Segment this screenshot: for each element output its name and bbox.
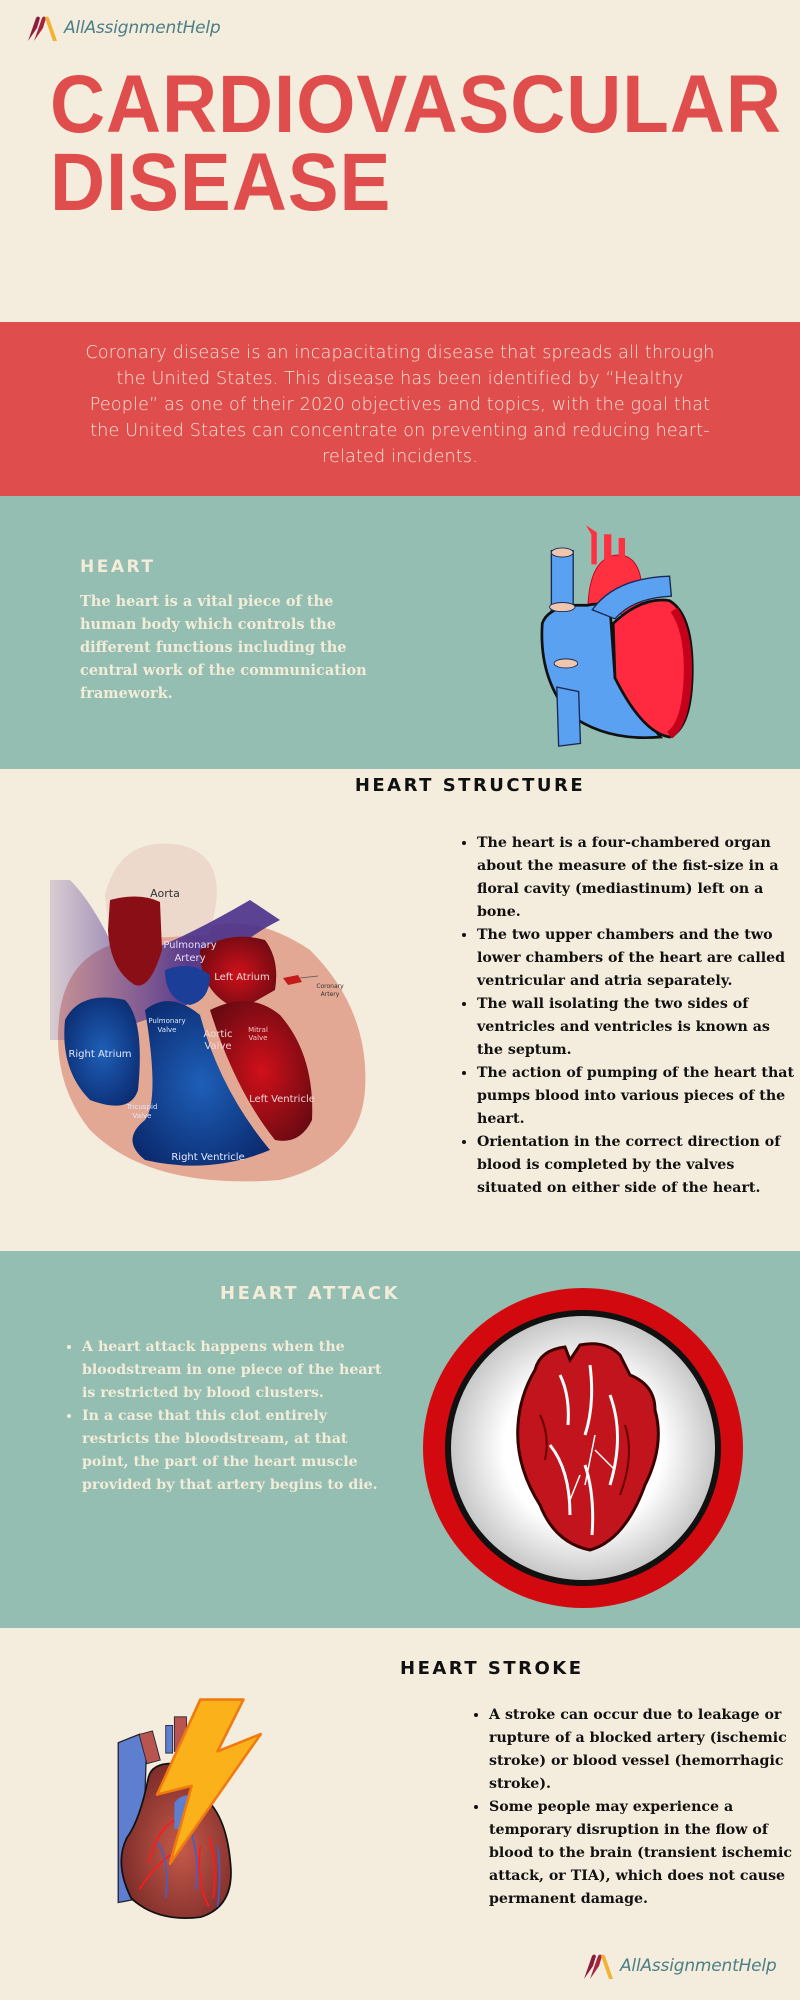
label-right-ventricle: Right Ventricle (171, 1152, 244, 1163)
heart-heading: HEART (80, 557, 156, 577)
anatomical-heart-badge-icon (423, 1288, 743, 1608)
intro-text: Coronary disease is an incapacitating di… (85, 343, 715, 467)
intro-band (0, 322, 800, 496)
footer-brand-name: AllAssignmentHelp (620, 1956, 777, 1976)
svg-text:Valve: Valve (204, 1041, 231, 1052)
structure-bullet: The heart is a four-chambered organ abou… (477, 832, 797, 924)
label-pulmonary-artery: Pulmonary (163, 940, 216, 951)
heart-stroke-illustration-icon (117, 1698, 263, 1919)
structure-bullet: The action of pumping of the heart that … (477, 1062, 797, 1131)
stroke-heading: HEART STROKE (400, 1658, 584, 1679)
label-aorta: Aorta (150, 887, 180, 900)
svg-text:Artery: Artery (174, 953, 205, 964)
label-mitral-valve: Mitral (248, 1026, 268, 1034)
stroke-bullet: A stroke can occur due to leakage or rup… (489, 1704, 799, 1796)
attack-bullet: A heart attack happens when the bloodstr… (82, 1336, 392, 1405)
brand-logo-footer: AllAssignmentHelp (582, 1952, 777, 1980)
structure-bullet: Orientation in the correct direction of … (477, 1131, 797, 1200)
title-line-1: CARDIOVASCULAR (50, 59, 782, 150)
heart-illustration-icon (540, 525, 694, 747)
label-right-atrium: Right Atrium (68, 1049, 131, 1060)
brand-logo-top: AllAssignmentHelp (26, 14, 221, 42)
title-line-2: DISEASE (50, 137, 392, 228)
page-title: CARDIOVASCULAR DISEASE (50, 64, 782, 224)
structure-heading: HEART STRUCTURE (354, 775, 586, 796)
structure-bullet: The wall isolating the two sides of vent… (477, 993, 797, 1062)
heart-text: The heart is a vital piece of the human … (80, 593, 367, 702)
logo-mark-icon (28, 16, 57, 41)
label-tricuspid-valve: Tricuspid (126, 1103, 158, 1111)
svg-text:Valve: Valve (249, 1034, 268, 1042)
label-aortic-valve: Aortic (203, 1029, 232, 1040)
label-left-ventricle: Left Ventricle (249, 1094, 315, 1105)
heart-structure-diagram: Aorta Pulmonary Artery Left Atrium Coron… (50, 843, 366, 1182)
attack-bullets: A heart attack happens when the bloodstr… (62, 1336, 392, 1497)
logo-mark-icon (584, 1954, 613, 1979)
attack-heading: HEART ATTACK (220, 1283, 401, 1304)
stroke-bullets: A stroke can occur due to leakage or rup… (469, 1704, 799, 1911)
label-pulmonary-valve: Pulmonary (148, 1017, 185, 1025)
svg-text:Valve: Valve (158, 1026, 177, 1034)
brand-name: AllAssignmentHelp (64, 18, 221, 38)
label-coronary-artery: Coronary (316, 983, 344, 990)
structure-bullet: The two upper chambers and the two lower… (477, 924, 797, 993)
attack-bullet: In a case that this clot entirely restri… (82, 1405, 392, 1497)
svg-text:Valve: Valve (133, 1112, 152, 1120)
stroke-bullet: Some people may experience a temporary d… (489, 1796, 799, 1911)
structure-bullets: The heart is a four-chambered organ abou… (457, 832, 797, 1200)
label-left-atrium: Left Atrium (214, 972, 270, 983)
svg-text:Artery: Artery (321, 991, 340, 998)
